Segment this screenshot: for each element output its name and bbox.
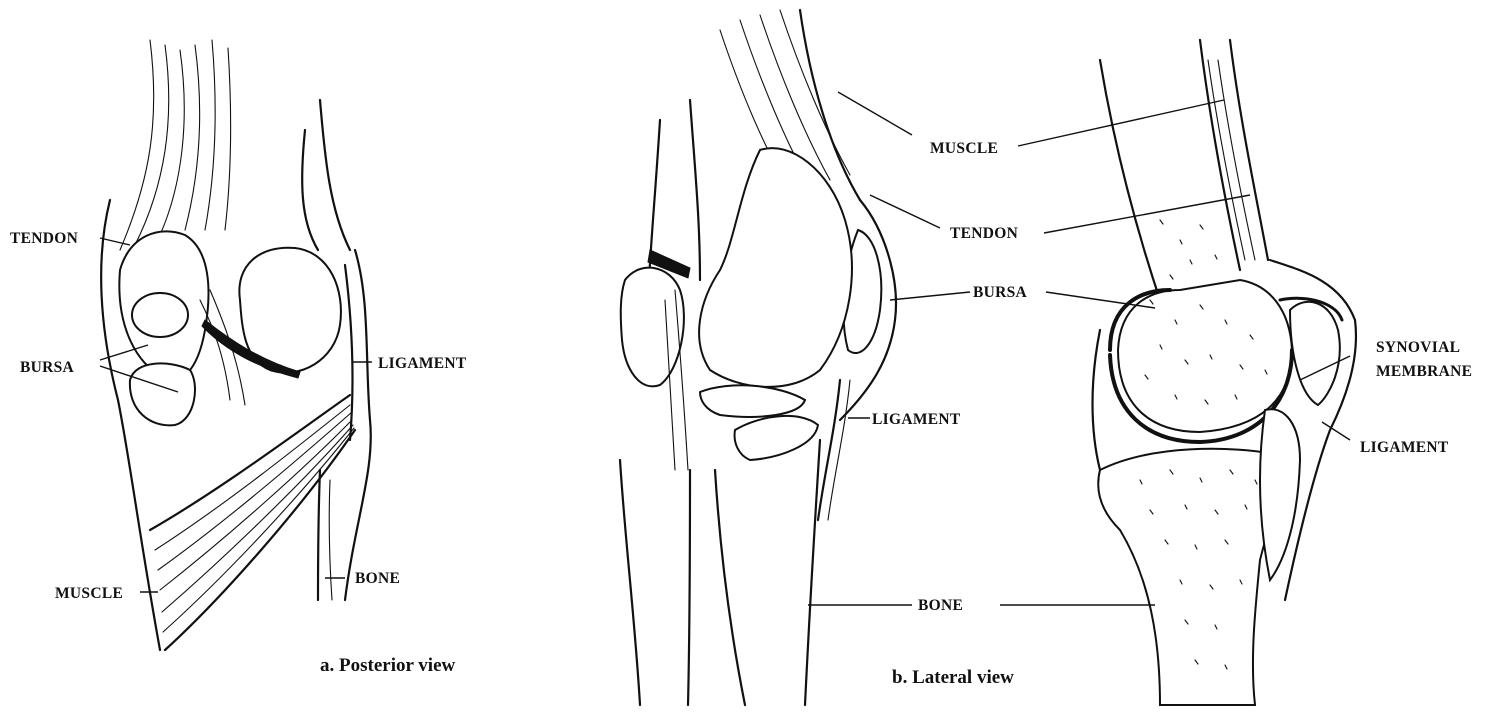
lateral-ligament-label-section: LIGAMENT [1360, 439, 1449, 456]
posterior-ligament-label: LIGAMENT [378, 355, 467, 372]
posterior-bone-label: BONE [355, 570, 400, 587]
lateral-bone-label: BONE [918, 597, 963, 614]
posterior-knee-drawing [101, 40, 371, 650]
lateral-muscle-leader-section [1018, 100, 1224, 146]
lateral-view-caption: b. Lateral view [892, 667, 1014, 688]
lateral-bursa-leader-section [1046, 292, 1155, 308]
lateral-knee-drawing [620, 10, 896, 705]
lateral-tendon-leader-outer [870, 195, 940, 228]
lateral-tendon-label: TENDON [950, 225, 1018, 242]
lateral-bursa-leader-outer [890, 292, 970, 300]
lateral-muscle-leader-outer [838, 92, 912, 135]
lateral-muscle-label: MUSCLE [930, 140, 998, 157]
lateral-ligament-label-outer: LIGAMENT [872, 411, 961, 428]
posterior-view-caption: a. Posterior view [320, 655, 456, 676]
posterior-tendon-label: TENDON [10, 230, 78, 247]
lateral-tendon-leader-section [1044, 195, 1250, 233]
posterior-bursa-label: BURSA [20, 359, 75, 376]
lateral-synovial-label-line2: MEMBRANE [1376, 363, 1472, 380]
lateral-bursa-label: BURSA [973, 284, 1028, 301]
posterior-tendon-leader [100, 238, 130, 245]
posterior-muscle-label: MUSCLE [55, 585, 123, 602]
lateral-synovial-label-line1: SYNOVIAL [1376, 339, 1460, 356]
